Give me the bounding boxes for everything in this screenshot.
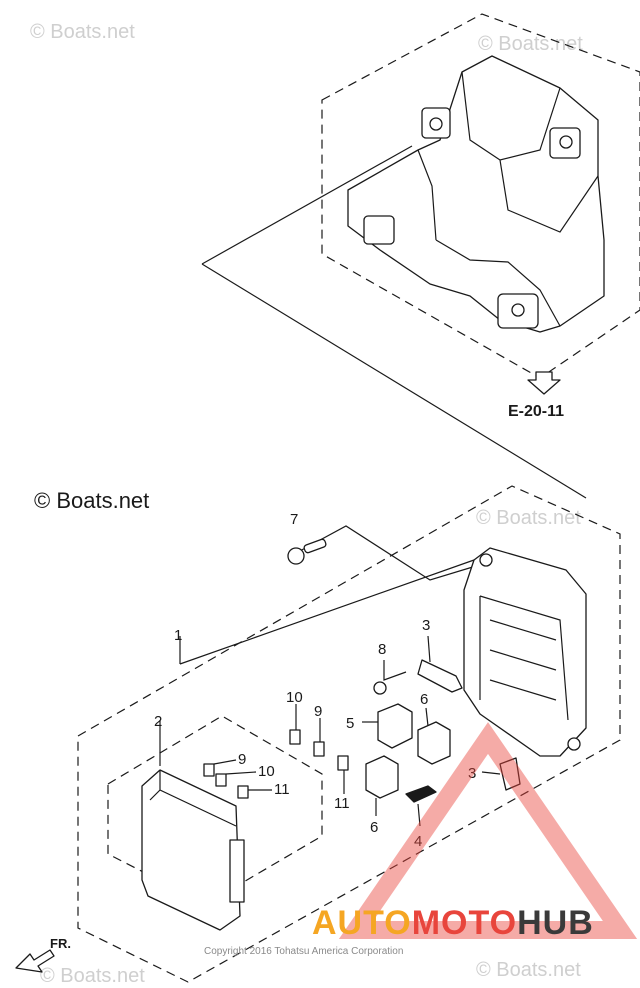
cover-2-latch: [229, 839, 245, 903]
connector-4: 4: [405, 785, 437, 850]
bolt-7-shank: [303, 538, 327, 554]
upper-bracket-hole-1: [429, 117, 443, 131]
upper-bracket: [347, 55, 605, 333]
callout-6-upper-leader: [425, 707, 429, 727]
screw-8: 8: [373, 641, 407, 695]
cover-2-edge: [149, 770, 237, 827]
reference-arrow: E-20-11: [508, 371, 564, 420]
screw-8-head: [373, 681, 387, 695]
copyright-text: Copyright 2016 Tohatsu America Corporati…: [204, 946, 403, 957]
callout-8-leader: [383, 660, 407, 681]
callout-11-cover: 11: [274, 781, 290, 798]
relay-box-housing: 1: [174, 547, 587, 757]
callout-2: 2: [154, 713, 162, 730]
brand-triangle-icon: [338, 722, 638, 939]
leader-line-to-assembly-1: [201, 145, 413, 265]
callout-10-cover-leader: [225, 771, 257, 775]
upper-bracket-details: [417, 71, 599, 327]
brand-logo: AUTOMOTOHUB: [312, 722, 638, 942]
callout-4: 4: [414, 833, 422, 850]
relay-6-lower-body: [365, 755, 399, 799]
callout-9-cover: 9: [238, 751, 246, 768]
fuse-10-cover: [215, 773, 227, 787]
watermark-top-right: © Boats.net: [478, 33, 583, 55]
callout-1-leader: [179, 559, 475, 665]
callout-10-cover: 10: [258, 763, 275, 780]
fuse-10-loose: [289, 729, 301, 745]
fuse-11-cover: [237, 785, 249, 799]
reference-label: E-20-11: [508, 403, 564, 420]
down-arrow-icon: [527, 371, 561, 395]
upper-bracket-clip: [363, 215, 395, 245]
relay-box-body: [463, 547, 587, 757]
relay-5: 5: [346, 703, 413, 749]
fuse-9-loose: [313, 741, 325, 757]
relay-5-body: [377, 703, 413, 749]
bolt-7: 7: [287, 511, 477, 581]
callout-3-top-leader: [427, 635, 431, 663]
leader-line-to-assembly-2: [201, 263, 587, 499]
bolt-7-head: [287, 547, 305, 565]
front-label: FR.: [50, 936, 71, 951]
callout-3-top: 3: [422, 617, 430, 634]
front-direction: FR.: [15, 936, 71, 973]
callout-7: 7: [290, 511, 298, 528]
bolt-7-leader: [297, 525, 477, 581]
callout-5: 5: [346, 715, 354, 732]
relay-6-lower: 6: [365, 755, 399, 836]
callout-9-loose: 9: [314, 703, 322, 720]
watermark-main: © Boats.net: [34, 488, 149, 513]
relay-6-upper-body: [417, 721, 451, 765]
connector-4-body: [405, 785, 437, 803]
callout-9-cover-leader: [213, 759, 237, 765]
watermark-bottom-left: © Boats.net: [40, 965, 145, 987]
callout-6-lower: 6: [370, 819, 378, 836]
loose-fuses: 10 9 11: [286, 689, 350, 812]
watermark-mid-right: © Boats.net: [476, 507, 581, 529]
fuse-3-top: 3: [417, 617, 463, 693]
callout-8: 8: [378, 641, 386, 658]
relay-box-mount-hole-1: [479, 553, 493, 567]
callout-10-loose: 10: [286, 689, 303, 706]
brand-part-moto: MOTO: [412, 904, 517, 942]
front-arrow-icon: [15, 949, 55, 973]
callout-4-leader: [417, 803, 421, 827]
callout-3-right: 3: [468, 765, 476, 782]
upper-bracket-hole-3: [511, 303, 525, 317]
cover-2-body: [141, 769, 241, 931]
fuse-3-right: 3: [468, 757, 521, 791]
callout-11-loose: 11: [334, 795, 350, 812]
relay-box-cells: [479, 595, 569, 721]
relay-box-mount-hole-2: [567, 737, 581, 751]
watermark-top-left: © Boats.net: [30, 21, 135, 43]
upper-bracket-hole-2: [559, 135, 573, 149]
cover-2: 2 9 10 11: [141, 713, 290, 931]
watermark-bottom-right: © Boats.net: [476, 959, 581, 981]
fuse-9-cover: [203, 763, 215, 777]
fuse-3-right-body: [499, 757, 521, 791]
assembly-1-dashed-frame: [77, 485, 621, 983]
fuse-11-loose: [337, 755, 349, 771]
upper-bracket-group: [201, 13, 640, 499]
relay-6-upper: 6: [417, 691, 451, 765]
callout-3-right-leader: [481, 771, 501, 775]
fuse-3-top-body: [417, 659, 463, 693]
callout-1: 1: [174, 627, 182, 644]
brand-part-auto: AUTO: [312, 904, 412, 942]
brand-text: AUTOMOTOHUB: [312, 904, 594, 942]
brand-part-hub: HUB: [517, 904, 594, 942]
callout-6-upper: 6: [420, 691, 428, 708]
upper-bracket-dashed-frame: [321, 13, 640, 379]
